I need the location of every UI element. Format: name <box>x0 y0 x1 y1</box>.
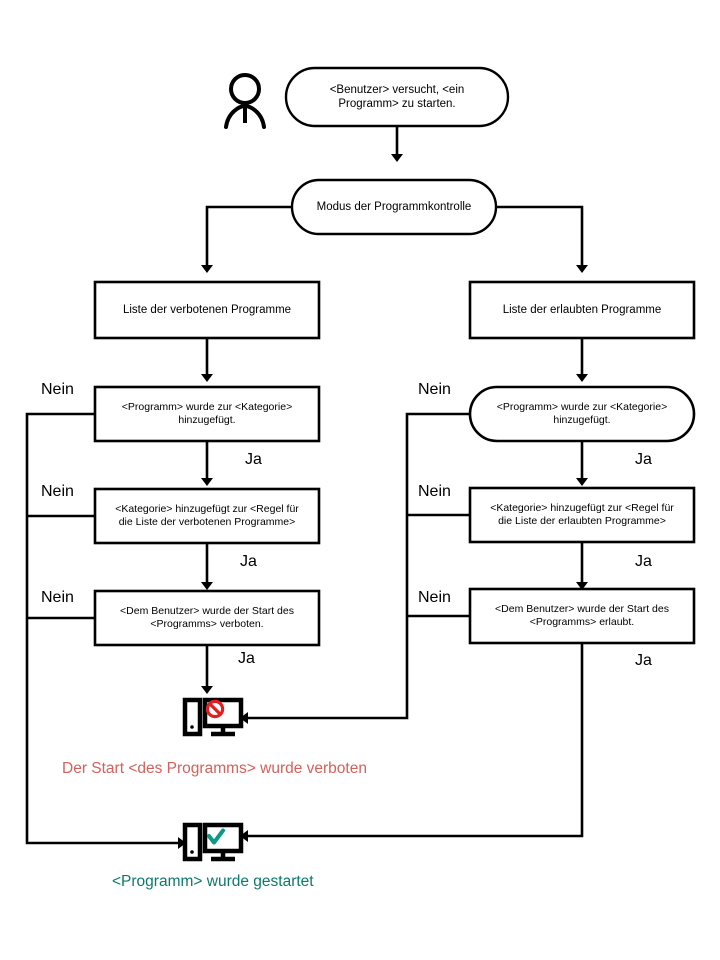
edge-label-left-yes-3: Ja <box>238 650 255 667</box>
edge-label-right-no-3: Nein <box>418 589 451 606</box>
node-left-q1-shape <box>93 385 321 443</box>
edge-label-right-yes-3: Ja <box>635 652 652 669</box>
node-mode-shape <box>290 178 498 236</box>
computer-blocked-icon <box>182 697 244 737</box>
edge-right-q3-yes-to-allowed <box>240 643 584 842</box>
edge-mode-to-allowed-list <box>496 205 588 273</box>
node-right-q3-shape <box>468 587 696 645</box>
node-start-shape <box>284 66 510 128</box>
edge-label-left-no-2: Nein <box>41 483 74 500</box>
edge-label-right-no-2: Nein <box>418 483 451 500</box>
edge-label-left-yes-1: Ja <box>245 451 262 468</box>
node-list-denied-shape <box>93 280 321 340</box>
outcome-allowed-caption: <Programm> wurde gestartet <box>112 873 314 890</box>
edge-mode-to-denied-list <box>201 205 292 273</box>
edge-label-right-yes-2: Ja <box>635 553 652 570</box>
actor-user-icon <box>224 73 266 129</box>
edge-right-no-merge-to-blocked <box>240 412 470 724</box>
node-left-q3-shape <box>93 589 321 647</box>
node-right-q1-shape <box>468 385 696 443</box>
edge-label-right-yes-1: Ja <box>635 451 652 468</box>
outcome-blocked-caption: Der Start <des Programms> wurde verboten <box>62 760 367 777</box>
edge-label-left-no-3: Nein <box>41 589 74 606</box>
computer-allowed-icon <box>182 822 244 862</box>
node-list-allowed-shape <box>468 280 696 340</box>
edge-label-left-no-1: Nein <box>41 381 74 398</box>
node-left-q2-shape <box>93 487 321 545</box>
edge-left-no-merge-to-allowed <box>25 412 186 849</box>
edge-label-right-no-1: Nein <box>418 381 451 398</box>
edge-label-left-yes-2: Ja <box>240 553 257 570</box>
node-right-q2-shape <box>468 486 696 544</box>
